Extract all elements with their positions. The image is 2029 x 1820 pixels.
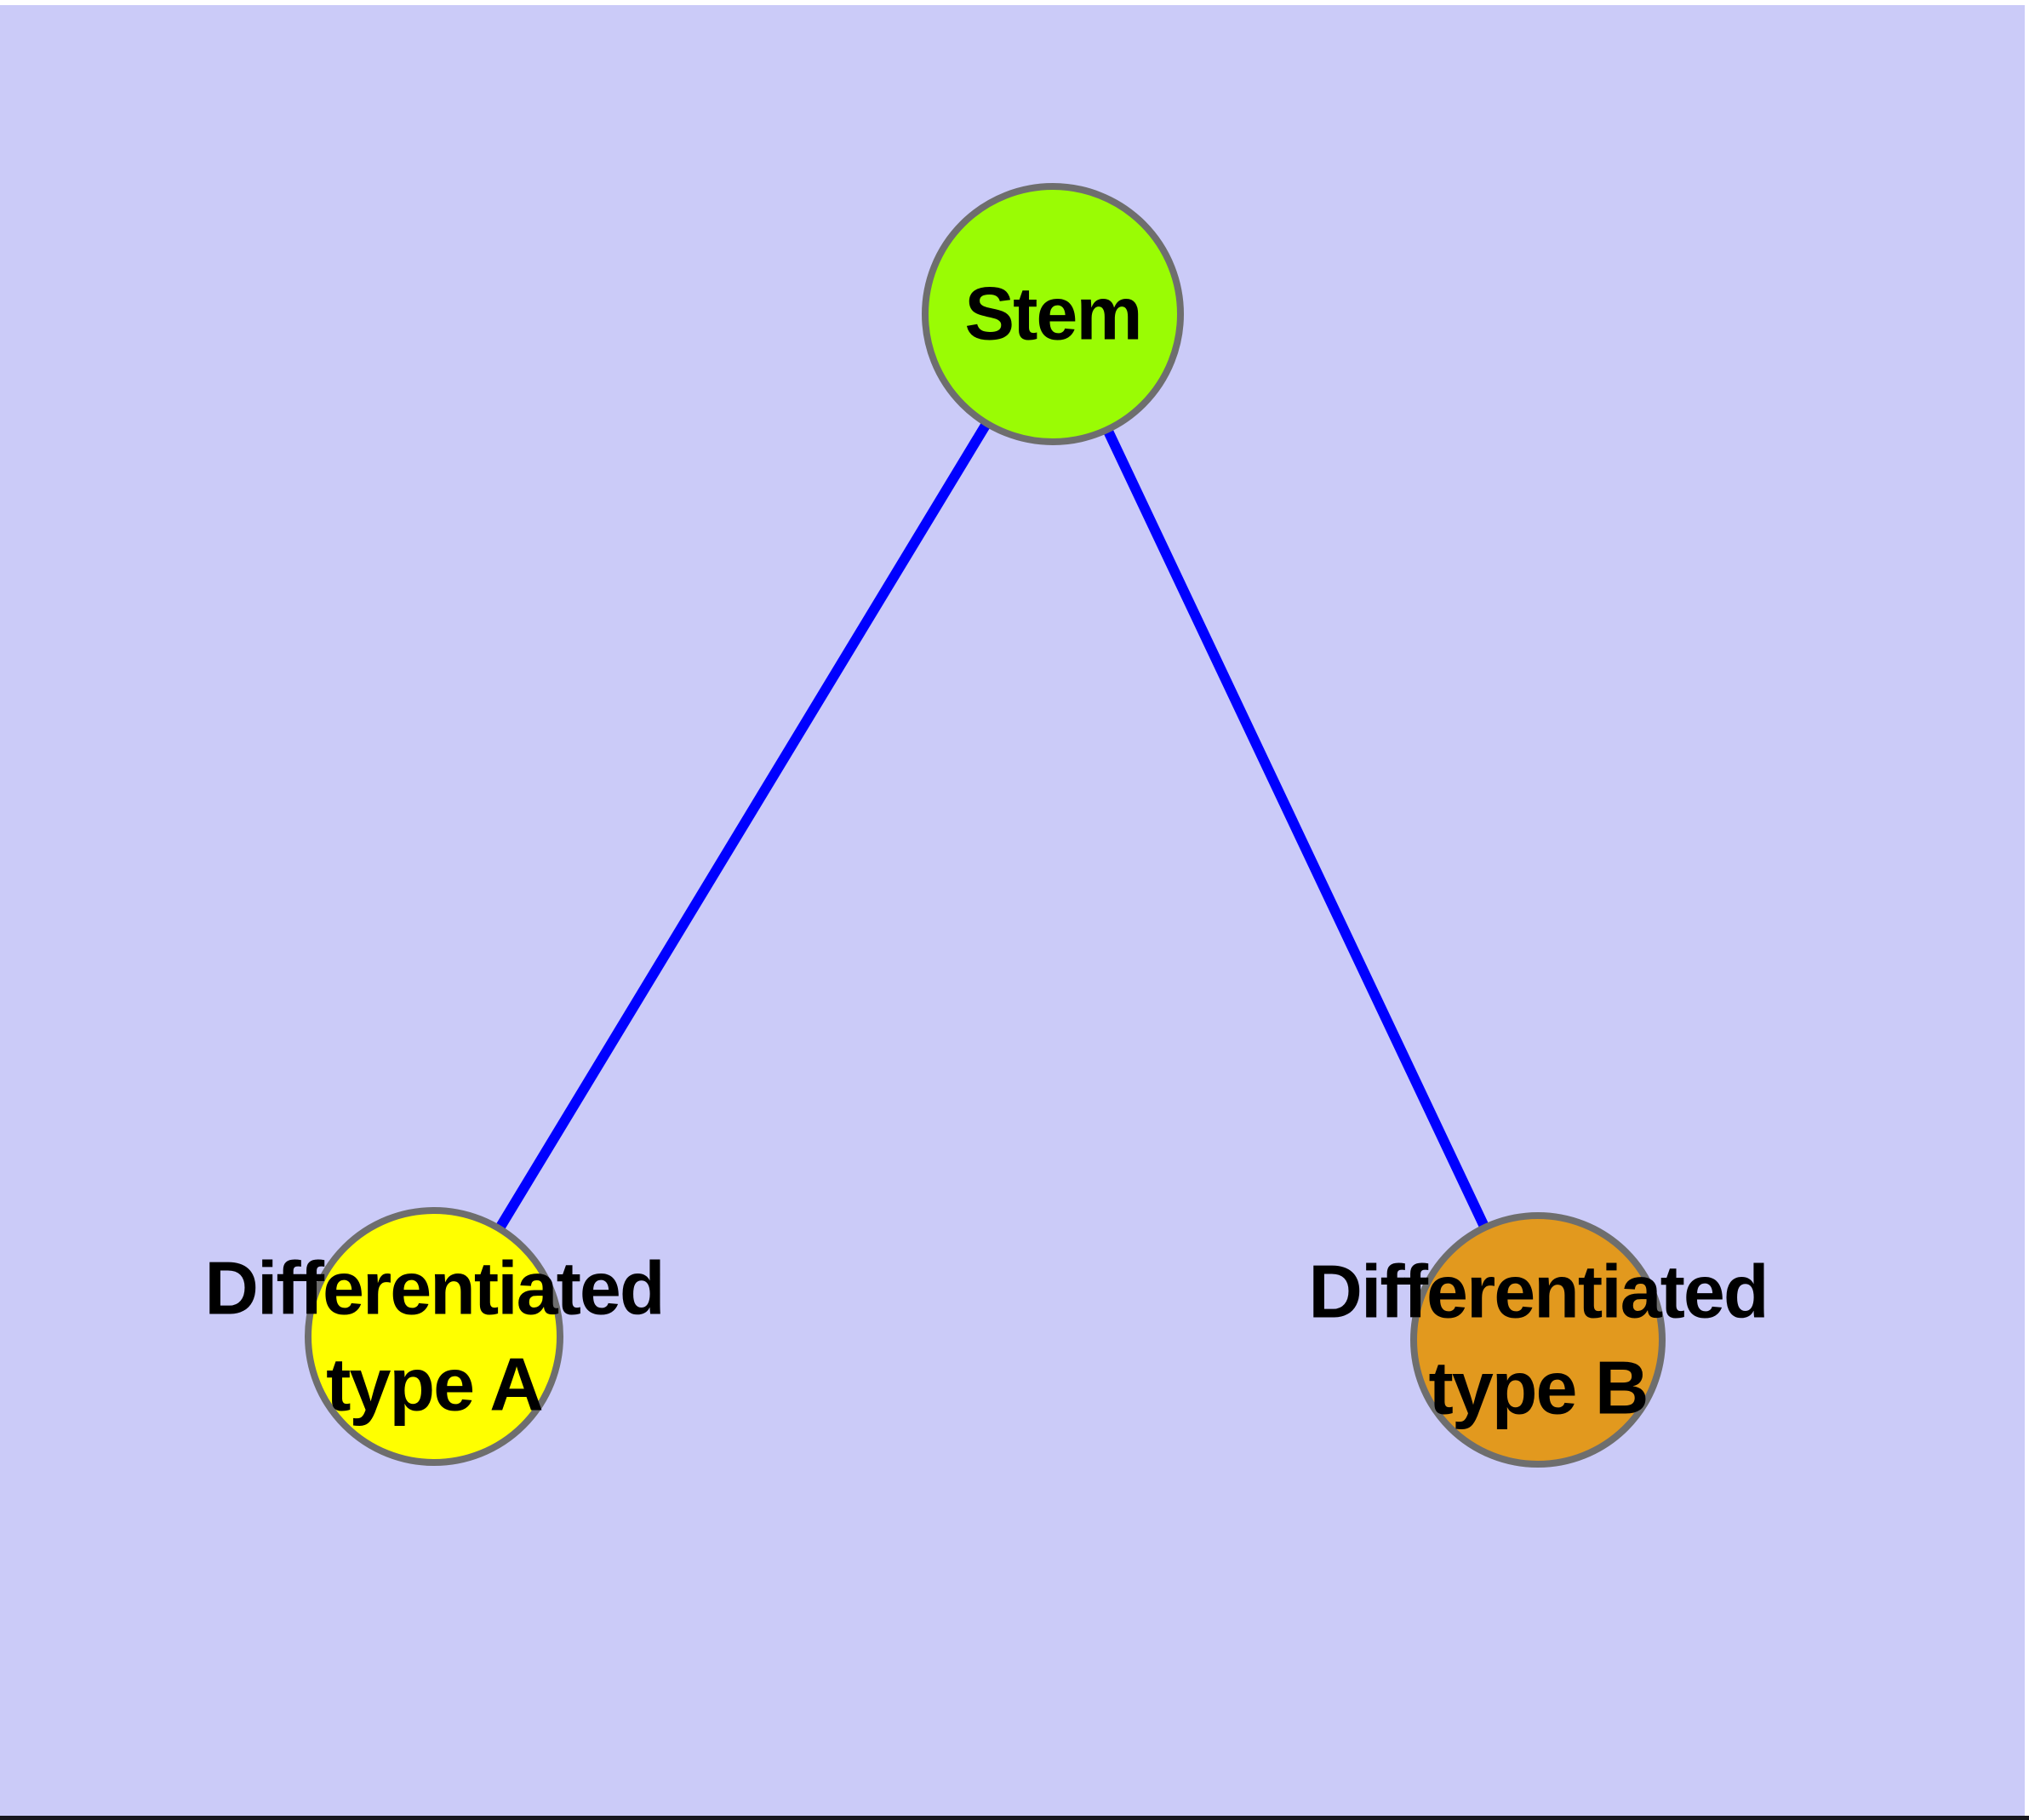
window-bottom-edge <box>0 1816 2029 1820</box>
node-circle-stem <box>922 183 1184 445</box>
edge-stem-to-differentiated-type-a <box>429 311 1058 1340</box>
edge-stem-to-differentiated-type-b <box>1048 312 1543 1342</box>
node-circle-differentiated-type-a <box>305 1207 563 1466</box>
node-circle-differentiated-type-b <box>1410 1212 1666 1468</box>
